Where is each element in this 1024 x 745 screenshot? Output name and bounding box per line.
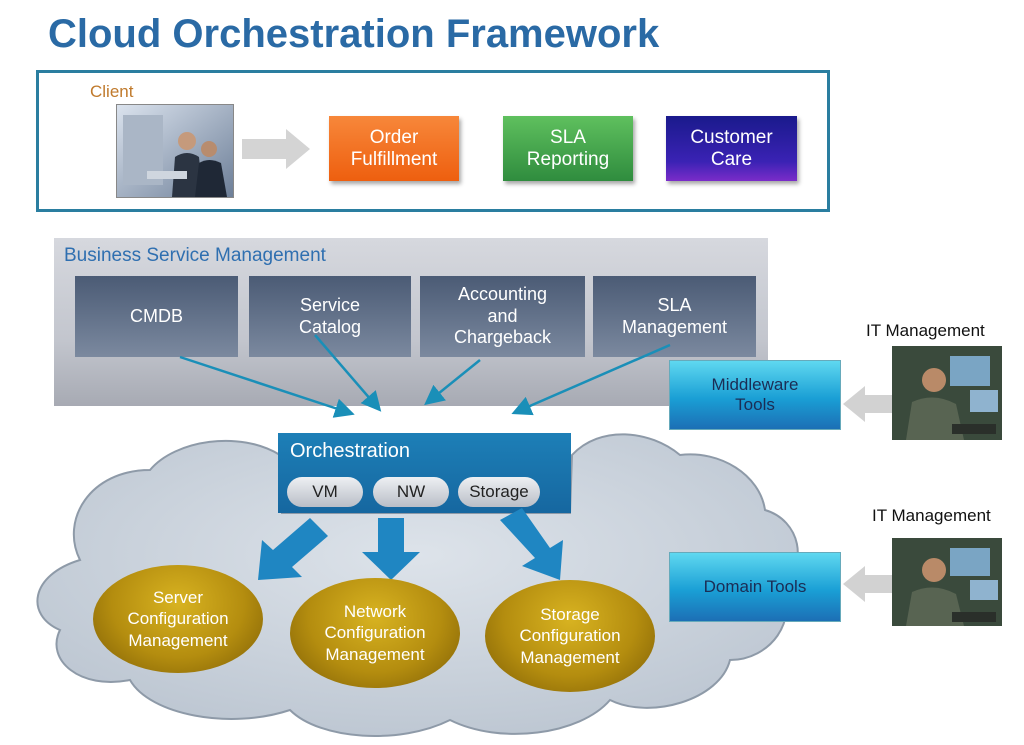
network-configuration-node: Network Configuration Management	[290, 578, 460, 688]
middleware-tools-box: Middleware Tools	[669, 360, 841, 430]
client-photo	[116, 104, 234, 198]
page-title: Cloud Orchestration Framework	[48, 12, 660, 56]
order-fulfillment-box: Order Fulfillment	[329, 116, 459, 181]
it-management-photo	[892, 346, 1002, 440]
service-catalog-box: Service Catalog	[249, 276, 411, 357]
domain-tools-box: Domain Tools	[669, 552, 841, 622]
storage-configuration-node: Storage Configuration Management	[485, 580, 655, 692]
server-configuration-node: Server Configuration Management	[93, 565, 263, 673]
orchestration-label: Orchestration	[290, 440, 411, 462]
nw-pill: NW	[373, 477, 449, 507]
cmdb-box: CMDB	[75, 276, 238, 357]
accounting-chargeback-box: Accounting and Chargeback	[420, 276, 585, 357]
bsm-label: Business Service Management	[64, 245, 326, 266]
it-management-photo	[892, 538, 1002, 626]
it-management-arrow-icon	[843, 386, 893, 422]
vm-pill: VM	[287, 477, 363, 507]
storage-pill: Storage	[458, 477, 540, 507]
sla-management-box: SLA Management	[593, 276, 756, 357]
customer-care-box: Customer Care	[666, 116, 797, 181]
client-panel	[36, 70, 830, 212]
client-label: Client	[90, 82, 134, 101]
sla-reporting-box: SLA Reporting	[503, 116, 633, 181]
it-management-label: IT Management	[872, 506, 991, 525]
client-arrow-icon	[242, 129, 310, 169]
it-management-label: IT Management	[866, 321, 985, 340]
it-management-arrow-icon	[843, 566, 893, 602]
